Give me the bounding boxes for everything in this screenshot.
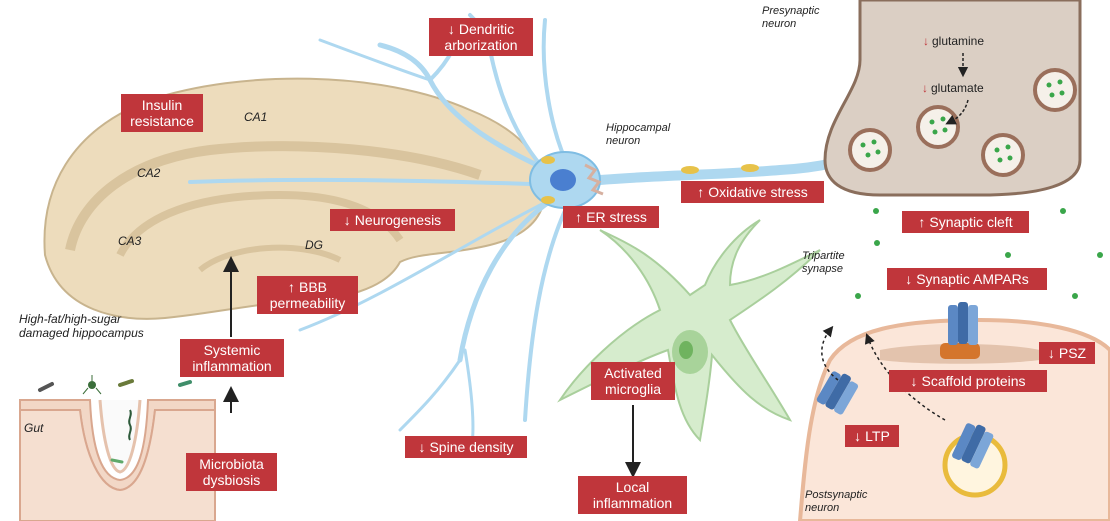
systemic-inflammation-line: Systemic — [187, 342, 277, 358]
up-arrow-icon: ↑ — [575, 209, 582, 225]
glutamine-text: glutamine — [932, 34, 984, 48]
local-inflammation-label: Local inflammation — [578, 476, 687, 514]
dendritic-arborization-line: ↓Dendritic — [436, 21, 526, 37]
neurogenesis-text: Neurogenesis — [355, 212, 441, 228]
synaptic-cleft-text: Synaptic cleft — [929, 214, 1012, 230]
systemic-inflammation-label: Systemic inflammation — [180, 339, 284, 377]
vesicle — [1035, 70, 1075, 110]
presynaptic-label-line: Presynaptic — [762, 5, 819, 18]
up-arrow-icon: ↑ — [697, 184, 704, 200]
up-arrow-icon: ↑ — [918, 214, 925, 230]
insulin-resistance-line: Insulin — [128, 97, 196, 113]
bbb-permeability-line: ↑BBB — [264, 279, 351, 295]
down-arrow-icon: ↓ — [418, 439, 425, 455]
ca2-label: CA2 — [137, 166, 160, 180]
ca1-label: CA1 — [244, 110, 267, 124]
glutamate-label: ↓glutamate — [922, 81, 984, 95]
presynaptic-terminal — [825, 0, 1080, 195]
hippocampal-neuron-label-line: neuron — [606, 135, 670, 148]
oxidative-stress-text: Oxidative stress — [708, 184, 808, 200]
tripartite-label-line: synapse — [802, 263, 845, 276]
hippocampal-neuron-label-line: Hippocampal — [606, 122, 670, 135]
presynaptic-label: Presynaptic neuron — [762, 5, 819, 31]
microglia-cell — [560, 220, 820, 440]
ampa-receptor — [948, 302, 978, 345]
bbb-permeability-label: ↑BBB permeability — [257, 276, 358, 314]
bbb-permeability-text: BBB — [299, 279, 327, 295]
dendritic-arborization-label: ↓Dendritic arborization — [429, 18, 533, 56]
synaptic-cleft-label: ↑Synaptic cleft — [902, 211, 1029, 233]
ltp-label: ↓LTP — [845, 425, 899, 447]
microbiota-dysbiosis-line: dysbiosis — [193, 472, 270, 488]
postsynaptic-label-line: Postsynaptic — [805, 489, 867, 502]
up-arrow-icon: ↑ — [288, 279, 295, 295]
postsynaptic-label-line: neuron — [805, 502, 867, 515]
local-inflammation-line: inflammation — [585, 495, 680, 511]
postsynaptic-label: Postsynaptic neuron — [805, 489, 867, 515]
down-arrow-icon: ↓ — [854, 428, 861, 444]
synaptic-ampars-label: ↓Synaptic AMPARs — [887, 268, 1047, 290]
down-arrow-icon: ↓ — [1048, 345, 1055, 361]
microbiota-dysbiosis-label: Microbiota dysbiosis — [186, 453, 277, 491]
activated-microglia-label: Activated microglia — [591, 362, 675, 400]
hippocampal-neuron-label: Hippocampal neuron — [606, 122, 670, 148]
spine-density-label: ↓Spine density — [405, 436, 527, 458]
psz-label: ↓PSZ — [1039, 342, 1095, 364]
tripartite-label: Tripartite synapse — [802, 250, 845, 276]
presynaptic-label-line: neuron — [762, 18, 819, 31]
neurogenesis-label: ↓Neurogenesis — [330, 209, 455, 231]
ca3-label: CA3 — [118, 234, 141, 248]
glutamate-text: glutamate — [931, 81, 984, 95]
gut-label: Gut — [24, 421, 43, 435]
activated-microglia-line: microglia — [598, 381, 668, 397]
down-arrow-icon: ↓ — [910, 373, 917, 389]
dendritic-arborization-text: Dendritic — [459, 21, 514, 37]
down-arrow-icon: ↓ — [448, 21, 455, 37]
hippocampus-caption: High-fat/high-sugar damaged hippocampus — [19, 312, 144, 340]
down-arrow-icon: ↓ — [922, 81, 928, 95]
hippocampus-caption-line: damaged hippocampus — [19, 326, 144, 340]
psz-text: PSZ — [1059, 345, 1086, 361]
gut-illustration — [20, 375, 215, 521]
down-arrow-icon: ↓ — [923, 34, 929, 48]
dg-label: DG — [305, 238, 323, 252]
local-inflammation-line: Local — [585, 479, 680, 495]
microbiota-dysbiosis-line: Microbiota — [193, 456, 270, 472]
tripartite-label-line: Tripartite — [802, 250, 845, 263]
down-arrow-icon: ↓ — [344, 212, 351, 228]
insulin-resistance-label: Insulin resistance — [121, 94, 203, 132]
down-arrow-icon: ↓ — [905, 271, 912, 287]
bbb-permeability-line: permeability — [264, 295, 351, 311]
vesicle — [918, 107, 958, 147]
systemic-inflammation-line: inflammation — [187, 358, 277, 374]
insulin-resistance-line: resistance — [128, 113, 196, 129]
oxidative-stress-label: ↑Oxidative stress — [681, 181, 824, 203]
er-stress-label: ↑ER stress — [563, 206, 659, 228]
spine-density-text: Spine density — [429, 439, 513, 455]
activated-microglia-line: Activated — [598, 365, 668, 381]
glutamine-label: ↓glutamine — [923, 34, 984, 48]
scaffold-proteins-text: Scaffold proteins — [921, 373, 1025, 389]
scaffold-proteins-label: ↓Scaffold proteins — [889, 370, 1047, 392]
hippocampus-caption-line: High-fat/high-sugar — [19, 312, 144, 326]
ltp-text: LTP — [865, 428, 890, 444]
synaptic-ampars-text: Synaptic AMPARs — [916, 271, 1029, 287]
vesicle — [850, 130, 890, 170]
dendritic-arborization-line: arborization — [436, 37, 526, 53]
vesicle — [983, 135, 1023, 175]
er-stress-text: ER stress — [586, 209, 647, 225]
